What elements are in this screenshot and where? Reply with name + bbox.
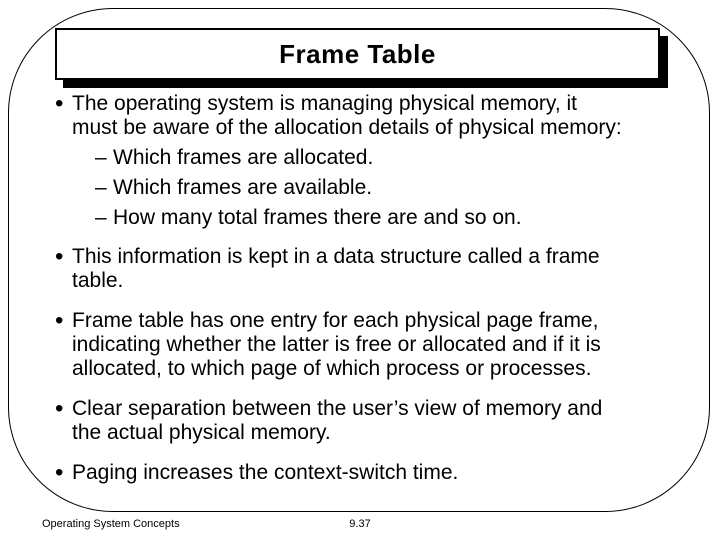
bullet-icon: • xyxy=(55,90,64,117)
title-box: Frame Table xyxy=(55,28,660,80)
sub-bullet-text: Which frames are available. xyxy=(113,176,373,199)
dash-icon: – xyxy=(95,146,107,169)
footer-page-number: 9.37 xyxy=(349,518,371,530)
list-item: • The operating system is managing physi… xyxy=(55,90,680,230)
bullet-text: Paging increases the context-switch time… xyxy=(72,461,459,484)
sub-bullet-text: How many total frames there are and so o… xyxy=(113,206,522,229)
list-item: • Clear separation between the user’s vi… xyxy=(55,397,680,445)
sub-list-item: – How many total frames there are and so… xyxy=(95,206,680,229)
dash-icon: – xyxy=(95,176,107,199)
bullet-text: Clear separation between the user’s view… xyxy=(72,397,603,444)
bullet-text: This information is kept in a data struc… xyxy=(72,245,600,292)
footer-course-title: Operating System Concepts xyxy=(42,518,180,530)
list-item: • Frame table has one entry for each phy… xyxy=(55,309,680,381)
list-item: • This information is kept in a data str… xyxy=(55,245,680,293)
slide-footer: Operating System Concepts 9.37 xyxy=(0,516,720,536)
list-item: • Paging increases the context-switch ti… xyxy=(55,461,680,485)
slide-rounded-border xyxy=(8,8,710,512)
bullet-text: Frame table has one entry for each physi… xyxy=(72,309,601,380)
page-title: Frame Table xyxy=(279,38,436,69)
bullet-icon: • xyxy=(55,307,64,334)
bullet-icon: • xyxy=(55,243,64,270)
bullet-icon: • xyxy=(55,459,64,486)
sub-bullet-text: Which frames are allocated. xyxy=(113,146,374,169)
bullet-text: The operating system is managing physica… xyxy=(72,92,622,139)
sub-bullet-list: – Which frames are allocated. – Which fr… xyxy=(95,146,680,229)
slide-body: • The operating system is managing physi… xyxy=(55,92,680,501)
sub-list-item: – Which frames are allocated. xyxy=(95,146,680,169)
bullet-icon: • xyxy=(55,395,64,422)
sub-list-item: – Which frames are available. xyxy=(95,176,680,199)
dash-icon: – xyxy=(95,206,107,229)
